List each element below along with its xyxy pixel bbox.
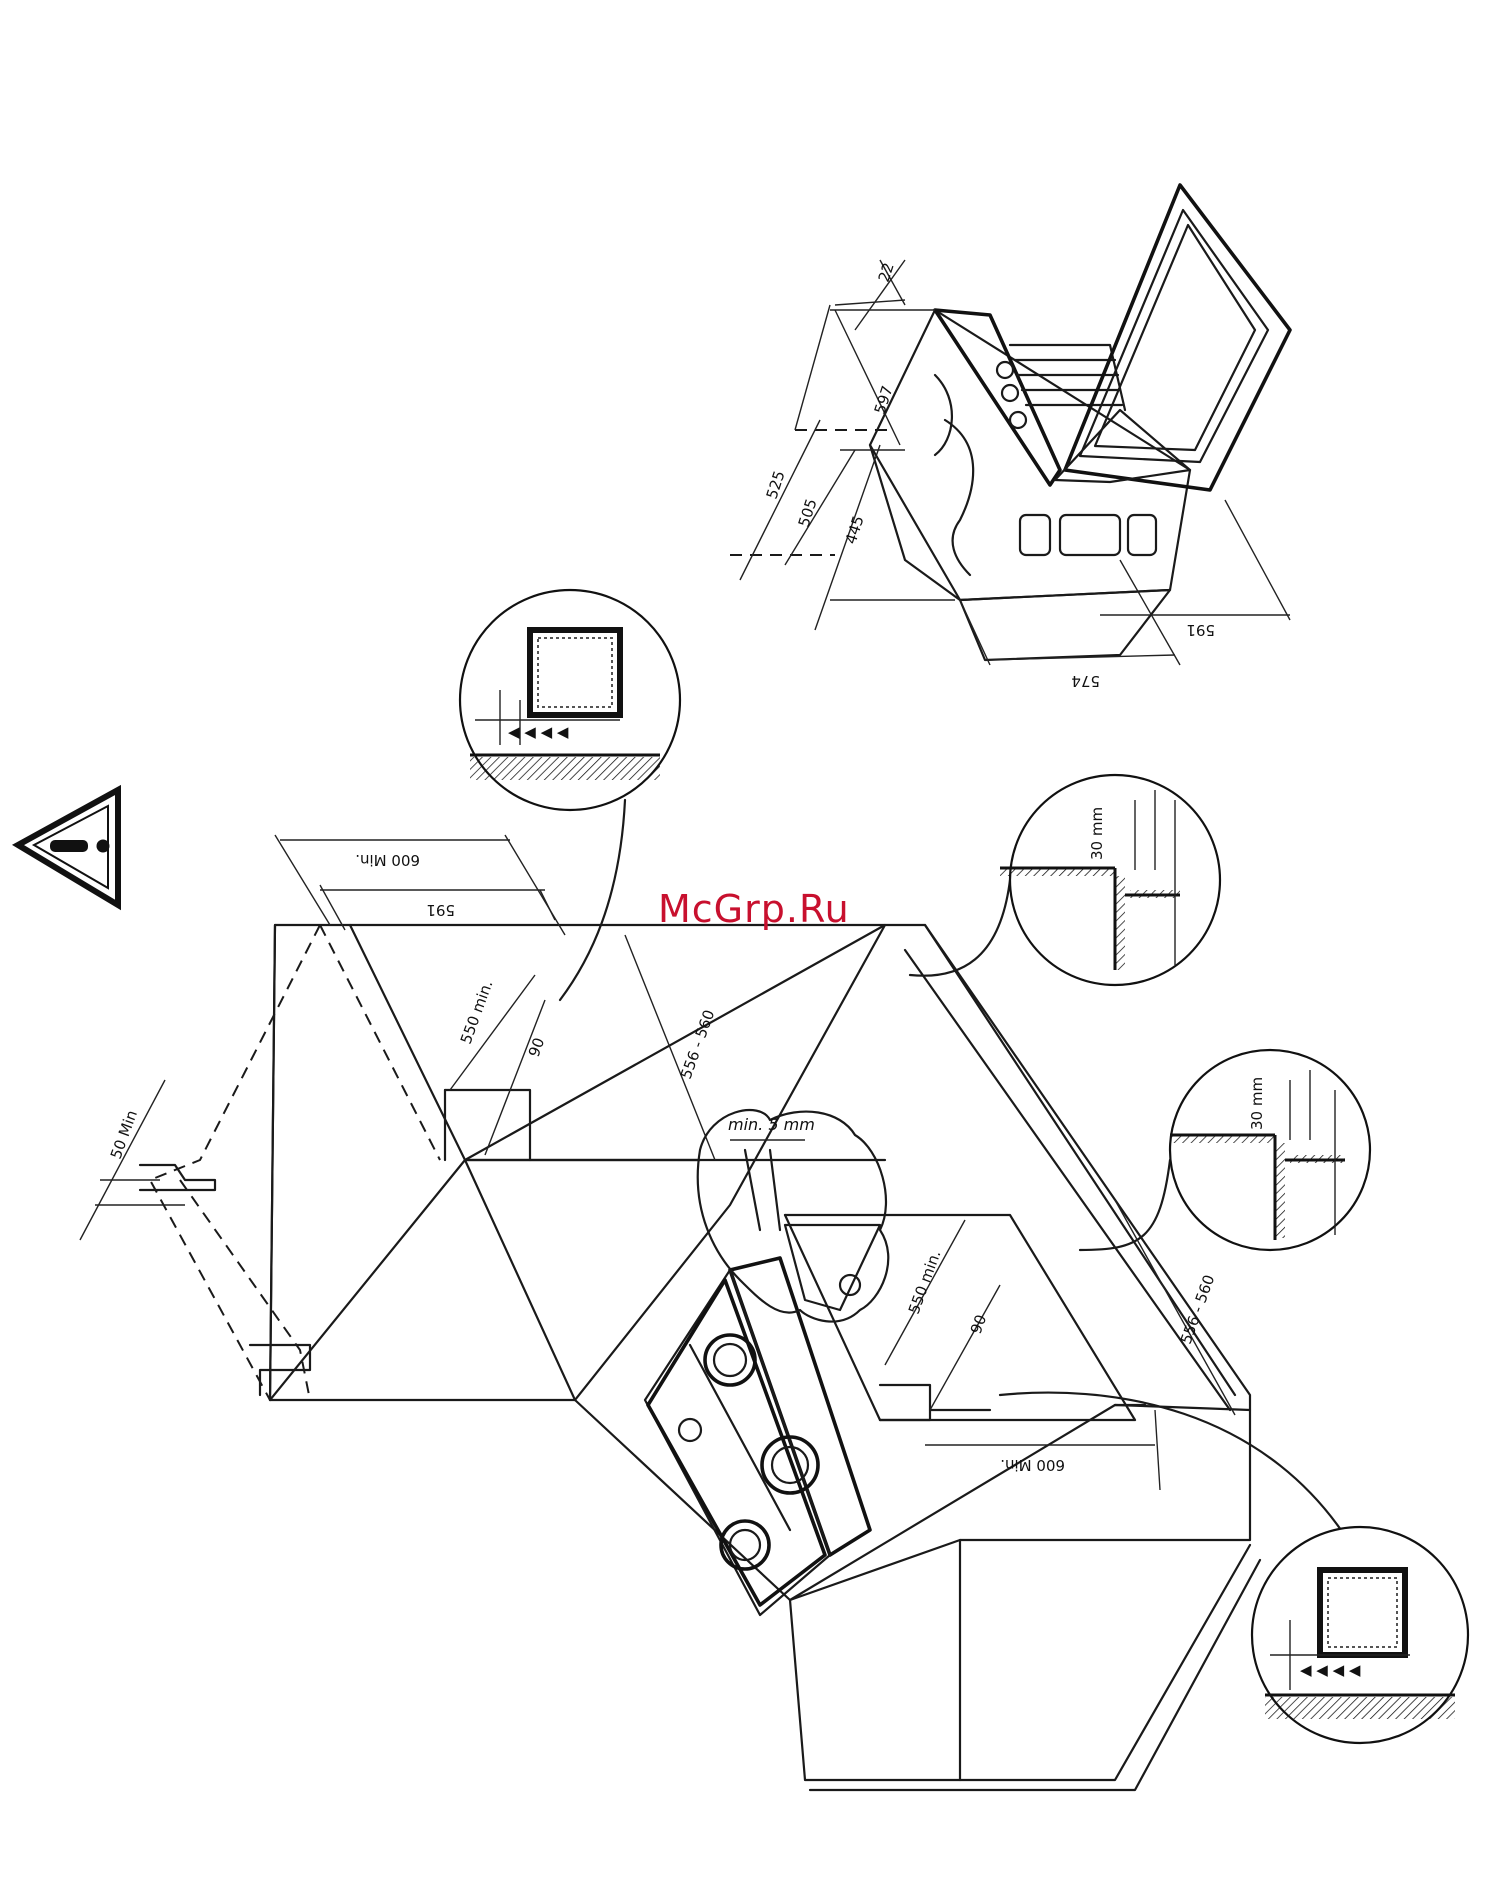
- left-cabinet-dimension-labels: 600 Min. 591 550 min. 90 556 - 560 50 Mi…: [107, 851, 719, 1161]
- left-cabinet-dimension-lines: [80, 835, 715, 1240]
- countertop: [465, 925, 1260, 1790]
- oven-dimension-labels: 22 597 525 505 445 574 591: [763, 261, 1215, 690]
- dim-right-vent-gap: 90: [967, 1312, 990, 1336]
- dim-right-gap-min: min. 5 mm: [728, 1115, 815, 1134]
- dim-oven-top-offset: 22: [875, 261, 898, 285]
- left-cabinet: [140, 925, 885, 1400]
- detail-top-gap-label: 30 mm: [1088, 807, 1106, 860]
- hob: [645, 1258, 870, 1615]
- dim-left-height-range: 556 - 560: [677, 1007, 719, 1081]
- detail-mid-gap-label: 30 mm: [1248, 1077, 1266, 1130]
- dim-left-width-opening: 591: [426, 901, 455, 919]
- right-cabinet-opening: [785, 1215, 1135, 1420]
- svg-text:◀ ◀ ◀ ◀: ◀ ◀ ◀ ◀: [508, 723, 569, 741]
- detail-circle-right-top: 30 mm: [910, 775, 1220, 985]
- dim-oven-width-overall: 591: [1186, 621, 1215, 639]
- detail-circle-right-mid: 30 mm: [1080, 1050, 1370, 1250]
- watermark: McGrp.Ru: [658, 887, 850, 931]
- dim-left-vent-gap: 90: [525, 1035, 548, 1059]
- dim-oven-body-height: 445: [842, 513, 868, 546]
- dim-right-height-range: 556 - 560: [1177, 1272, 1219, 1346]
- detail-circle-top: ◀ ◀ ◀ ◀: [460, 590, 680, 1000]
- dim-right-depth-min: 550 min.: [905, 1248, 945, 1317]
- dim-right-width-min: 600 Min.: [1000, 1456, 1065, 1474]
- oven-dimension-lines: [730, 260, 1290, 665]
- dim-oven-depth-body: 505: [795, 496, 821, 529]
- right-cabinet-dimension-lines: [885, 1200, 1235, 1490]
- dim-oven-height-overall: 597: [871, 383, 897, 416]
- svg-text:◀ ◀ ◀ ◀: ◀ ◀ ◀ ◀: [1300, 1661, 1361, 1679]
- oven-drawing: [870, 185, 1290, 660]
- dim-oven-depth-door: 525: [763, 468, 789, 501]
- dim-oven-width-body: 574: [1071, 672, 1100, 690]
- warning-triangle-icon: [18, 790, 118, 905]
- dim-left-width-min: 600 Min.: [355, 851, 420, 869]
